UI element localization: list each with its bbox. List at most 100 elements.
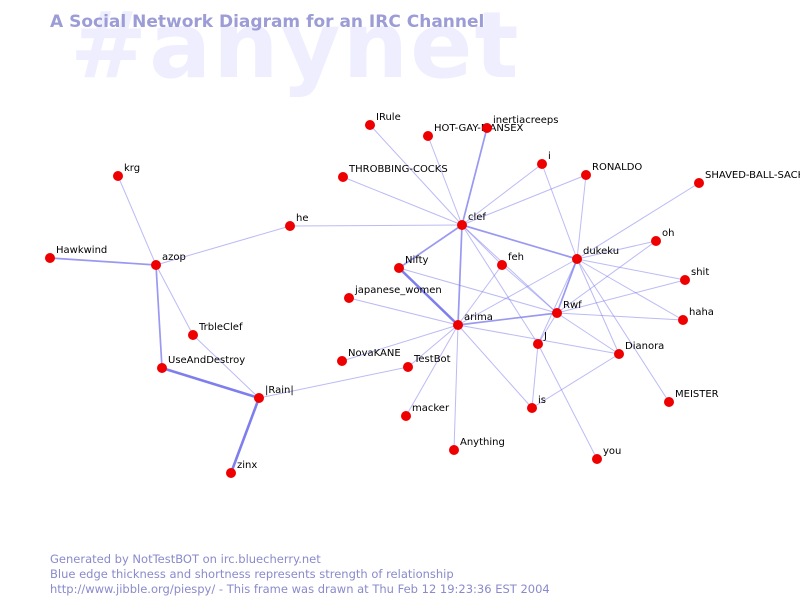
- node-haha: haha: [678, 307, 714, 325]
- footer-generated-by: Generated by NotTestBOT on irc.bluecherr…: [50, 552, 321, 566]
- edge-Rwf-feh: [501, 264, 558, 314]
- node-he: he: [285, 213, 309, 231]
- edge-he-azop: [155, 225, 291, 266]
- node-anything: Anything: [449, 437, 505, 455]
- edge-TrbleClef-Rain: [192, 334, 260, 399]
- node-dot: [482, 123, 492, 133]
- edge-Rwf-dukeku: [556, 258, 578, 314]
- edge-Nifty-arima: [398, 267, 459, 326]
- node-label: i: [548, 151, 551, 162]
- node-arima: arima: [453, 312, 493, 330]
- node-dot: [403, 362, 413, 372]
- node-label: NovaKANE: [348, 348, 401, 359]
- node-dot: [533, 339, 543, 349]
- edge-clef-THROBBING-COCKS: [342, 176, 463, 226]
- node-label: clef: [468, 212, 486, 223]
- node-macker: macker: [401, 403, 450, 421]
- node-layer: IRuleHOT-GAY-MANSEXinertiacreepsTHROBBIN…: [45, 112, 800, 478]
- node-label: Dianora: [625, 341, 664, 352]
- node-dot: [365, 120, 375, 130]
- edge-is-Dianora: [531, 353, 620, 409]
- node-dot: [537, 159, 547, 169]
- edge-J-you: [537, 343, 598, 460]
- edge-Rain-zinx: [229, 397, 261, 474]
- edge-japanese_women-arima: [348, 297, 459, 326]
- edge-azop-Hawkwind: [49, 257, 157, 266]
- node-throbbing-cocks: THROBBING-COCKS: [338, 164, 448, 182]
- edge-dukeku-RONALDO: [576, 174, 587, 260]
- node-label: inertiacreeps: [493, 115, 558, 126]
- node-label: haha: [689, 307, 714, 318]
- edge-Rwf-J: [537, 312, 558, 345]
- node-ronaldo: RONALDO: [581, 162, 642, 180]
- node-zinx: zinx: [226, 460, 257, 478]
- edge-clef-arima: [457, 224, 463, 326]
- node-dot: [552, 308, 562, 318]
- node-dot: [151, 260, 161, 270]
- node-label: Nifty: [405, 255, 429, 266]
- node-dot: [157, 363, 167, 373]
- node-hawkwind: Hawkwind: [45, 245, 107, 263]
- edge-Rwf-Dianora: [556, 312, 620, 355]
- node-dot: [527, 403, 537, 413]
- node-rain: |Rain|: [254, 385, 294, 403]
- edge-dukeku-J: [537, 258, 578, 345]
- edge-azop-krg: [117, 175, 157, 266]
- node-useanddestroy: UseAndDestroy: [157, 355, 245, 373]
- footer-legend-note: Blue edge thickness and shortness repres…: [50, 567, 454, 581]
- node-dot: [581, 170, 591, 180]
- edge-UseAndDestroy-Rain: [161, 366, 260, 400]
- edge-clef-Rwf: [461, 224, 558, 314]
- edge-Rwf-oh: [556, 240, 657, 314]
- node-dot: [394, 263, 404, 273]
- edge-dukeku-SHAVED-BALL-SACK: [576, 182, 700, 260]
- node-label: feh: [508, 252, 524, 263]
- edge-Rain-TestBot: [258, 366, 409, 399]
- node-dot: [338, 172, 348, 182]
- node-dot: [344, 293, 354, 303]
- node-label: krg: [124, 163, 140, 174]
- node-hot-gay-mansex: HOT-GAY-MANSEX: [423, 123, 524, 141]
- node-you: you: [592, 446, 621, 464]
- node-label: azop: [162, 252, 186, 263]
- node-meister: MEISTER: [664, 389, 719, 407]
- diagram-title: A Social Network Diagram for an IRC Chan…: [50, 12, 485, 32]
- node-j: J: [533, 331, 547, 349]
- node-label: |Rain|: [265, 385, 294, 396]
- node-dot: [651, 236, 661, 246]
- node-label: THROBBING-COCKS: [348, 164, 448, 175]
- node-label: arima: [464, 312, 493, 323]
- node-label: TrbleClef: [198, 322, 243, 333]
- edge-clef-i: [461, 163, 543, 226]
- node-testbot: TestBot: [403, 354, 451, 372]
- node-label: is: [538, 395, 546, 406]
- node-label: oh: [662, 228, 674, 239]
- edge-arima-feh: [457, 264, 503, 326]
- edge-clef-J: [461, 224, 539, 345]
- node-japanese-women: japanese_women: [344, 285, 442, 303]
- node-label: dukeku: [583, 246, 619, 257]
- node-trbleclef: TrbleClef: [188, 322, 243, 340]
- edge-Rwf-Nifty: [398, 267, 558, 314]
- edge-arima-Rwf: [457, 312, 558, 326]
- node-oh: oh: [651, 228, 674, 246]
- edge-dukeku-Dianora: [576, 258, 620, 355]
- footer-info: Generated by NotTestBOT on irc.bluecherr…: [50, 552, 550, 597]
- node-dot: [694, 178, 704, 188]
- node-label: you: [603, 446, 621, 457]
- edge-azop-UseAndDestroy: [155, 264, 163, 369]
- node-dot: [401, 411, 411, 421]
- node-dot: [614, 349, 624, 359]
- footer-url-timestamp: http://www.jibble.org/piespy/ - This fra…: [50, 582, 550, 596]
- node-label: Hawkwind: [56, 245, 107, 256]
- node-label: TestBot: [413, 354, 451, 365]
- edge-dukeku-MEISTER: [576, 258, 670, 403]
- node-label: SHAVED-BALL-SACK: [705, 170, 800, 181]
- node-dot: [457, 220, 467, 230]
- node-dot: [680, 275, 690, 285]
- node-azop: azop: [151, 252, 186, 270]
- node-dot: [254, 393, 264, 403]
- edge-J-is: [531, 343, 539, 409]
- edge-clef-dukeku: [461, 224, 578, 260]
